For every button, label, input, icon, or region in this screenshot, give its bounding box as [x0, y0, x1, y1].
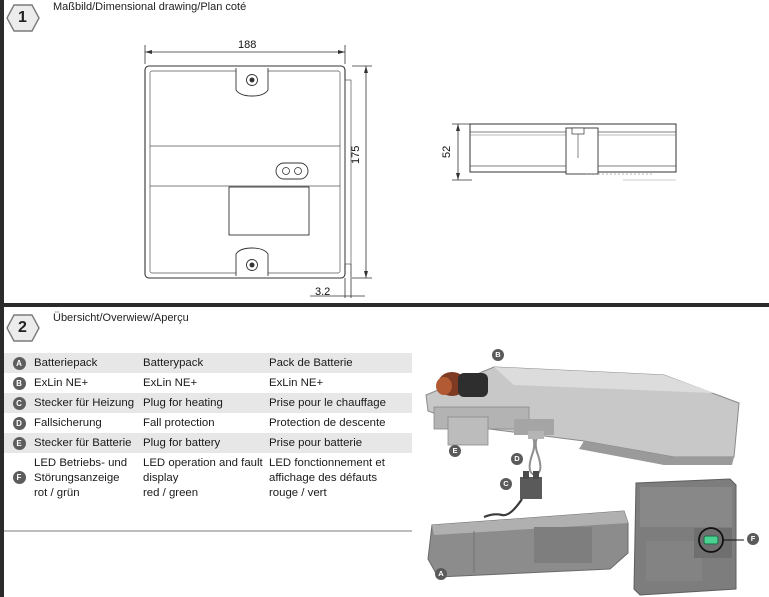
left-border-rule [0, 0, 4, 597]
legend-french: ExLin NE+ [269, 377, 324, 389]
legend-letter-badge: D [12, 416, 26, 430]
dimension-height-label: 175 [350, 145, 362, 164]
legend-german: Stecker für Batterie [34, 433, 143, 453]
callout-d-badge: D [511, 453, 523, 465]
section-divider [4, 303, 769, 307]
legend-row: B ExLin NE+ ExLin NE+ ExLin NE+ [4, 373, 412, 393]
section-2-title: Übersicht/Overwiew/Aperçu [53, 312, 189, 324]
legend-row: E Stecker für Batterie Plug for battery … [4, 433, 412, 453]
legend-french: Protection de descente [269, 417, 386, 429]
legend-row: C Stecker für Heizung Plug for heating P… [4, 393, 412, 413]
component-legend-table: A Batteriepack Batterypack Pack de Batte… [4, 353, 412, 532]
callout-c-badge: C [500, 478, 512, 490]
legend-letter-badge: B [12, 376, 26, 390]
legend-row: D Fallsicherung Fall protection Protecti… [4, 413, 412, 433]
legend-french: LED fonctionnement et affichage des défa… [269, 457, 385, 499]
section-1-title: Maßbild/Dimensional drawing/Plan coté [53, 1, 247, 13]
section-2-number: 2 [18, 319, 27, 336]
side-view-drawing [452, 123, 677, 181]
legend-english: Fall protection [143, 417, 215, 429]
callout-a-badge: A [435, 568, 447, 580]
dimension-width-label: 188 [238, 39, 257, 51]
legend-letter-badge: E [12, 436, 26, 450]
legend-letter-badge: A [12, 356, 26, 370]
legend-french: Pack de Batterie [269, 353, 412, 373]
legend-letter-badge: C [12, 396, 26, 410]
dimension-offset-label: 3.2 [315, 286, 331, 298]
legend-german: ExLin NE+ [34, 377, 89, 389]
legend-english: Plug for heating [143, 393, 269, 413]
legend-letter-badge: F [12, 471, 26, 484]
overview-photo [425, 366, 744, 596]
legend-german: LED Betriebs- und Störungsanzeige rot / … [34, 457, 128, 499]
legend-french: Prise pour batterie [269, 433, 412, 453]
legend-english: LED operation and fault display red / gr… [143, 457, 263, 499]
callout-f-badge: F [747, 533, 759, 545]
section-2-hexagon-icon [6, 314, 40, 342]
front-view-drawing [144, 45, 372, 298]
legend-english: Plug for battery [143, 433, 269, 453]
callout-e-badge: E [449, 445, 461, 457]
section-1-hexagon-icon [6, 4, 40, 32]
legend-row: A Batteriepack Batterypack Pack de Batte… [4, 353, 412, 373]
callout-b-badge: B [492, 349, 504, 361]
legend-german: Fallsicherung [34, 417, 102, 429]
legend-row: F LED Betriebs- und Störungsanzeige rot … [4, 453, 412, 532]
legend-english: ExLin NE+ [143, 377, 198, 389]
legend-french: Prise pour le chauffage [269, 393, 412, 413]
dimension-depth-label: 52 [441, 145, 453, 158]
legend-german: Batteriepack [34, 353, 143, 373]
legend-english: Batterypack [143, 353, 269, 373]
section-1-number: 1 [18, 9, 27, 26]
legend-german: Stecker für Heizung [34, 393, 143, 413]
